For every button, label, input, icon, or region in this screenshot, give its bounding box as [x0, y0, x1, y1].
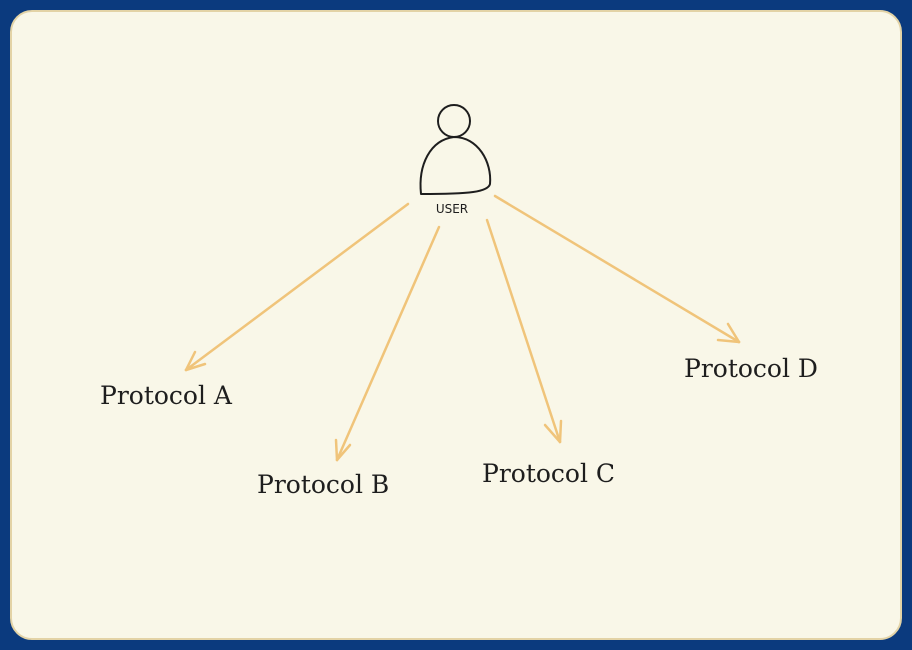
arrow-to-protocol-a[interactable] [184, 202, 410, 372]
protocol-c-label[interactable]: Protocol C [482, 459, 615, 488]
protocol-a-label[interactable]: Protocol A [100, 381, 233, 410]
arrow-to-protocol-d[interactable] [493, 194, 741, 344]
person-icon[interactable] [419, 104, 492, 195]
diagram-canvas [10, 10, 902, 640]
arrow-to-protocol-c[interactable] [485, 218, 563, 444]
protocol-d-label[interactable]: Protocol D [684, 354, 818, 383]
arrow-to-protocol-b[interactable] [334, 225, 441, 462]
user-label: USER [436, 202, 468, 216]
protocol-b-label[interactable]: Protocol B [257, 470, 389, 499]
